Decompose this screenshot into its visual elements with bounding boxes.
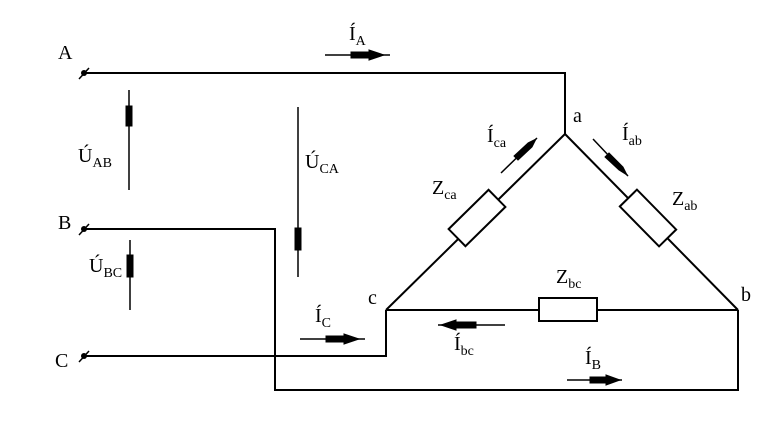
label-voltage-uca: ÚCA <box>305 149 340 177</box>
label-voltage-ubc: ÚBC <box>89 253 122 281</box>
arrow-ica <box>500 137 538 174</box>
label-current-ib: ÍB <box>585 346 601 373</box>
terminal-c-tick <box>78 350 90 363</box>
label-node-c: c <box>368 287 377 309</box>
resistor-zab <box>618 188 678 248</box>
label-node-b: b <box>741 284 751 306</box>
arrow-uca <box>294 107 302 277</box>
label-current-ica: Íca <box>487 124 507 151</box>
label-voltage-uab: ÚAB <box>78 143 112 171</box>
arrow-ic <box>300 333 365 345</box>
label-impedance-zca: Zca <box>432 177 457 203</box>
label-current-ic: ÍC <box>315 304 331 331</box>
terminal-a-tick <box>78 67 90 80</box>
terminal-b-tick <box>78 223 90 236</box>
arrow-ubc <box>126 240 134 310</box>
label-node-a: a <box>573 105 582 127</box>
label-line-c: C <box>55 350 68 372</box>
label-current-ibc: Íbc <box>454 332 474 359</box>
wire-line-b <box>84 228 739 391</box>
wire-line-c <box>84 310 387 357</box>
arrow-ia <box>325 49 390 61</box>
arrow-iab <box>592 138 629 177</box>
label-impedance-zbc: Zbc <box>556 266 581 292</box>
label-line-b: B <box>58 212 71 234</box>
arrow-uab <box>125 90 133 190</box>
arrow-ibc <box>438 319 505 331</box>
label-current-iab: Íab <box>622 122 642 149</box>
resistor-zbc <box>538 297 598 322</box>
label-impedance-zab: Zab <box>672 188 697 214</box>
resistor-zca <box>447 188 507 248</box>
arrow-ib <box>567 374 622 386</box>
label-current-ia: ÍA <box>349 22 367 49</box>
label-line-a: A <box>58 42 73 64</box>
wire-line-a <box>84 72 566 134</box>
